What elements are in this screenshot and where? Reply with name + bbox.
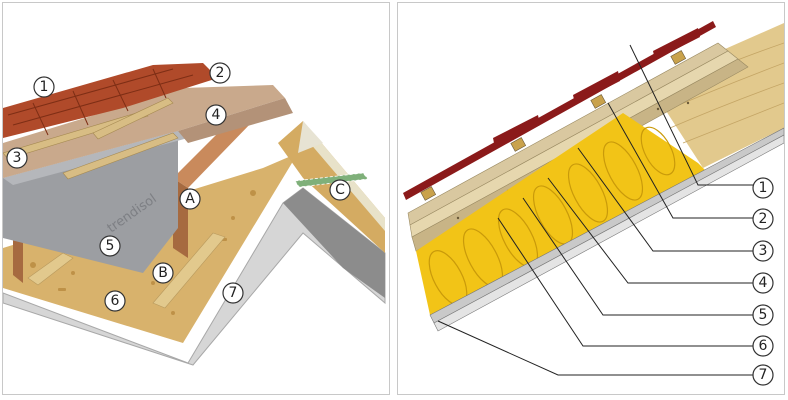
leader-lines (437, 44, 753, 376)
section-callout-5: 5 (752, 304, 774, 326)
roof-section-drawing: 1 2 3 4 5 6 7 (403, 21, 784, 386)
section-callout-2: 2 (752, 208, 774, 230)
vapour-layer (429, 127, 784, 324)
section-callout-7: 7 (752, 364, 774, 386)
roof-tiles (3, 63, 218, 138)
callout-6: 6 (104, 290, 126, 312)
callout-b: B (152, 262, 174, 284)
battens-section (420, 50, 687, 201)
ridge-cut (298, 121, 323, 153)
svg-text:2: 2 (759, 211, 768, 227)
vent-strip (294, 172, 369, 188)
gable-shadow (283, 188, 385, 298)
svg-text:3: 3 (759, 243, 768, 259)
roofing-sheet (403, 21, 716, 200)
svg-text:5: 5 (759, 307, 768, 323)
svg-text:C: C (335, 182, 345, 198)
svg-text:7: 7 (229, 285, 238, 301)
section-callout-6: 6 (752, 335, 774, 357)
svg-text:6: 6 (759, 338, 768, 354)
svg-text:B: B (158, 265, 168, 281)
svg-text:2: 2 (216, 65, 225, 81)
mineral-wool (416, 113, 710, 315)
section-callout-1: 1 (752, 177, 774, 199)
callout-3: 3 (6, 147, 28, 169)
callout-7: 7 (222, 282, 244, 304)
svg-text:6: 6 (111, 293, 120, 309)
svg-text:4: 4 (212, 107, 221, 123)
rafter-section (648, 23, 784, 168)
counter-batten (152, 232, 226, 309)
callout-c: C (329, 179, 351, 201)
roof-isometric-panel: trendisol 1 2 3 4 A 5 (2, 2, 390, 395)
section-callout-4: 4 (752, 272, 774, 294)
ceiling-board (433, 134, 784, 332)
svg-text:3: 3 (13, 150, 22, 166)
roof-section-panel: 1 2 3 4 5 6 7 (397, 2, 785, 395)
membrane-fold (178, 98, 293, 143)
svg-text:7: 7 (759, 367, 768, 383)
svg-text:A: A (185, 191, 195, 207)
svg-text:5: 5 (106, 238, 115, 254)
roof-isometric-drawing: trendisol 1 2 3 4 A 5 (3, 62, 386, 366)
svg-text:1: 1 (40, 79, 49, 95)
section-callout-3: 3 (752, 240, 774, 262)
callout-4: 4 (205, 104, 227, 126)
counter-batten-left (27, 252, 74, 286)
callout-1: 1 (33, 76, 55, 98)
callout-a: A (179, 188, 201, 210)
rafter-top (173, 113, 253, 188)
tile-battens (3, 97, 179, 180)
svg-text:4: 4 (759, 275, 768, 291)
callout-2: 2 (209, 62, 231, 84)
roofing-ribs (493, 28, 700, 148)
tile-lines (7, 68, 194, 136)
svg-text:1: 1 (759, 180, 768, 196)
callout-5: 5 (99, 235, 121, 257)
